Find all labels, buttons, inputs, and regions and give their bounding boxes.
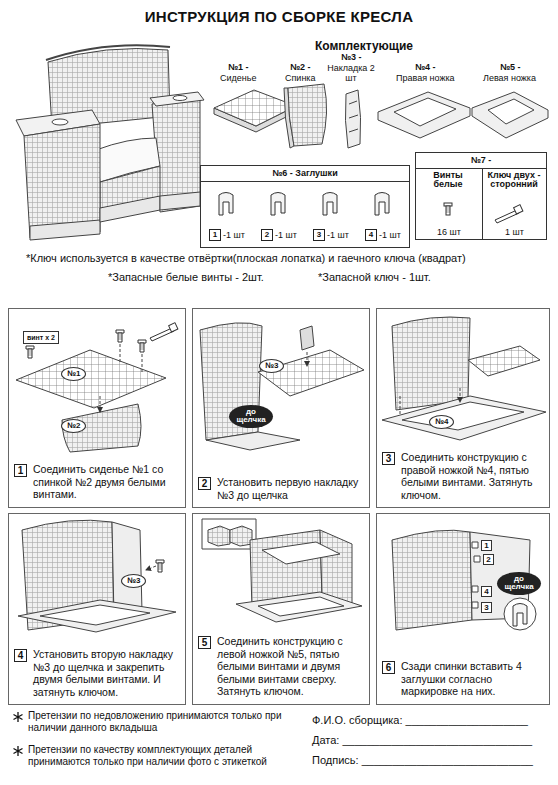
part-label: №2 - <box>290 62 311 72</box>
plug-number: 1 <box>209 229 221 241</box>
part-number: №3 <box>127 576 140 586</box>
table-cell: Ключ двух - сторонний 1 шт <box>482 169 546 239</box>
plug-number-box: 2 <box>483 554 494 565</box>
click-oval: до щелчка <box>229 405 273 428</box>
screw-count: винт х 2 <box>27 333 55 342</box>
part-tag: №3 <box>259 359 284 373</box>
step-caption: Соединить сиденье №1 со спинкой №2 двумя… <box>33 463 181 501</box>
part-label: Сиденье <box>220 73 256 83</box>
screw-count-box: винт х 2 <box>23 331 59 344</box>
part-label: Претензии по недовложению принимаются то… <box>28 710 283 733</box>
part-label: Левая ножка <box>483 73 536 83</box>
step-number: 1 <box>14 464 27 477</box>
box-heading: №7 - <box>416 153 546 169</box>
step-panel: 3 Соединить конструкцию с правой ножкой №… <box>376 308 550 508</box>
click-oval: до щелчка <box>497 572 541 595</box>
part-tag: №1 <box>61 367 86 381</box>
count-text: -1 шт <box>327 230 349 240</box>
part-label: *Ключ используется в качестве отвёртки(п… <box>26 252 466 265</box>
plug-number: 2 <box>261 229 273 241</box>
part-number: №2 <box>67 421 80 431</box>
step5-drawing <box>202 519 362 622</box>
cell-row: 2-1 шт <box>253 225 305 243</box>
step2-drawing <box>200 323 364 450</box>
plug-number: 3 <box>482 603 491 612</box>
table-cell: Винты белые 16 шт <box>416 169 482 239</box>
part-label: Подпись: ____________________________ <box>312 754 533 767</box>
step-panel: 4 Установить вторую накладку №3 до щелчка… <box>8 513 186 705</box>
cell-row: 4-1 шт <box>357 225 409 243</box>
part-label: *Запасные белые винты - 2шт. <box>108 271 264 284</box>
count-text: -1 шт <box>223 230 245 240</box>
count-text: 1 шт <box>483 227 546 237</box>
part-label: Комплектующие <box>315 40 413 54</box>
plug-number: 4 <box>365 229 377 241</box>
page-title: ИНСТРУКЦИЯ ПО СБОРКЕ КРЕСЛА <box>0 8 558 25</box>
step4-drawing <box>18 520 176 632</box>
step-panel: 2 Установить первую накладку №3 до щелчка… <box>192 308 370 508</box>
part-tag: №4 <box>429 415 454 429</box>
count-text: -1 шт <box>379 230 401 240</box>
part-tag: №3 <box>121 574 146 588</box>
step-caption: Соединить конструкцию с левой ножкой №5,… <box>217 635 365 698</box>
step-number: 5 <box>198 636 211 649</box>
part-label: Спинка <box>285 73 316 83</box>
part-label: *Запасной ключ - 1шт. <box>318 271 431 284</box>
step-panel: 5 Соединить конструкцию с левой ножкой №5… <box>192 513 370 705</box>
parts-box: №6 - Заглушки1-1 шт2-1 шт3-1 шт4-1 шт <box>200 165 410 248</box>
part-label: Ф.И.О. сборщика: ____________________ <box>312 714 528 727</box>
part-label: Накладка 2 шт <box>326 63 376 84</box>
asterisk-marks <box>14 712 23 756</box>
count-text: -1 шт <box>275 230 297 240</box>
part-number: №3 <box>265 361 278 371</box>
part-number: №4 <box>435 417 448 427</box>
plug-cell: 1-1 шт <box>201 182 253 247</box>
step1-drawing <box>16 323 178 452</box>
parts-box: №7 -Винты белые16 штКлюч двух - сторонни… <box>415 152 547 240</box>
step-number: 6 <box>382 661 395 674</box>
armchair-drawing <box>16 45 204 240</box>
step3-drawing <box>382 317 546 440</box>
cell-heading: Ключ двух - сторонний <box>485 171 543 190</box>
part-label: №1 - <box>228 62 249 72</box>
part-label: Претензии по качеству комплектующих дета… <box>28 744 290 767</box>
part-number: №1 <box>67 369 80 379</box>
part-label: №4 - <box>415 62 436 72</box>
plug-cell: 3-1 шт <box>305 182 357 247</box>
box-heading: №6 - Заглушки <box>201 166 409 182</box>
plug-number: 2 <box>484 555 493 564</box>
part-label: №3 - <box>341 52 362 62</box>
plug-number-box: 4 <box>481 586 492 597</box>
part-tag: №2 <box>61 419 86 433</box>
step-caption: Сзади спинки вставить 4 заглушки согласн… <box>401 660 545 698</box>
screw-key-drawings <box>444 203 523 223</box>
step-number: 2 <box>198 477 211 490</box>
step-number: 3 <box>382 452 395 465</box>
part-label: Дата: _______________________________ <box>312 734 532 747</box>
part-label: Правая ножка <box>396 73 455 83</box>
cell-row: 1-1 шт <box>201 225 253 243</box>
parts-drawings <box>214 84 548 148</box>
plug-drawings <box>219 193 389 216</box>
plug-cell: 4-1 шт <box>357 182 409 247</box>
step-caption: Установить первую накладку №3 до щелчка <box>217 476 365 501</box>
plug-number-box: 3 <box>481 602 492 613</box>
step-caption: Установить вторую накладку №3 до щелчка … <box>33 648 181 698</box>
step-panel: 1 Соединить сиденье №1 со спинкой №2 двум… <box>8 308 186 508</box>
step-number: 4 <box>14 649 27 662</box>
cell-heading: Винты белые <box>418 171 478 190</box>
plug-number: 4 <box>482 587 491 596</box>
plug-number: 1 <box>482 541 491 550</box>
part-label: №5 - <box>500 62 521 72</box>
step-caption: Соединить конструкцию с правой ножкой №4… <box>401 451 545 501</box>
click-text: до щелчка <box>231 408 271 425</box>
step-panel: 6 Сзади спинки вставить 4 заглушки соглас… <box>376 513 550 705</box>
click-text: до щелчка <box>499 575 539 592</box>
plug-cell: 2-1 шт <box>253 182 305 247</box>
plug-number-box: 1 <box>481 540 492 551</box>
plug-number: 3 <box>313 229 325 241</box>
cell-row: 3-1 шт <box>305 225 357 243</box>
count-text: 16 шт <box>416 227 482 237</box>
